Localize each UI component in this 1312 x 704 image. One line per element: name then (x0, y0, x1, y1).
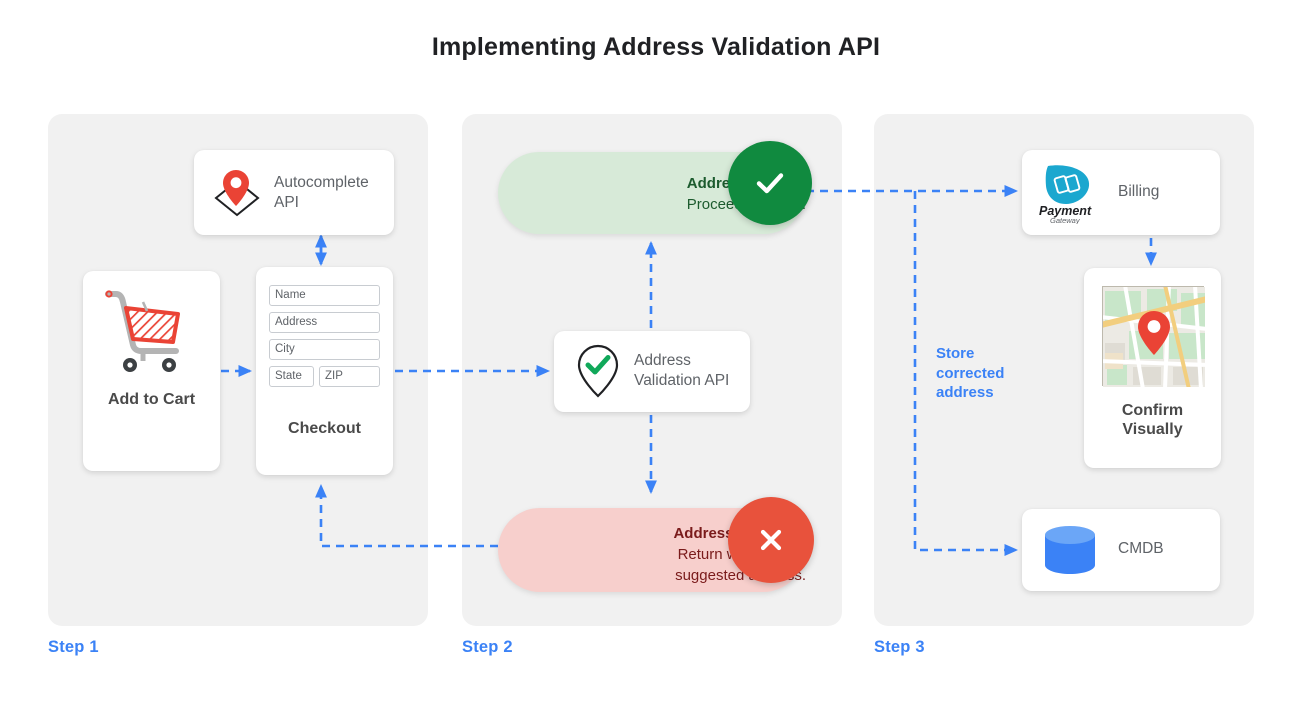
store-corrected-address-label: Store corrected address (936, 344, 1032, 403)
avapi-line-2: Validation API (634, 372, 730, 389)
store-line-2: corrected (936, 364, 1005, 382)
store-line-1: Store (936, 345, 975, 362)
confirm-visually-card[interactable]: Confirm Visually (1084, 268, 1221, 468)
cmdb-card[interactable]: CMDB (1022, 509, 1220, 591)
autocomplete-api-label: Autocomplete API (274, 173, 386, 213)
check-icon (728, 141, 812, 225)
confirm-visually-caption: Confirm Visually (1084, 401, 1221, 439)
cmdb-label: CMDB (1118, 540, 1164, 557)
map-thumbnail-icon (1100, 284, 1208, 390)
checkout-caption: Checkout (288, 420, 361, 437)
pin-check-icon (570, 342, 626, 400)
autocomplete-line-1: Autocomplete (274, 174, 369, 191)
billing-card[interactable]: Payment Gateway Billing (1022, 150, 1220, 235)
autocomplete-line-2: API (274, 194, 299, 211)
step-1-label: Step 1 (48, 638, 99, 656)
confirm-line-2: Visually (1122, 421, 1183, 438)
svg-text:Gateway: Gateway (1050, 216, 1081, 224)
zip-field[interactable]: ZIP (319, 366, 380, 387)
address-valid-pill: Address is valid. Proceed to billing. (498, 141, 812, 234)
address-invalid-pill: Address is invalid. Return with Google s… (498, 497, 814, 592)
address-validation-api-label: Address Validation API (634, 351, 744, 391)
database-icon (1040, 524, 1102, 576)
add-to-cart-caption: Add to Cart (107, 391, 196, 408)
address-validation-api-card[interactable]: Address Validation API (554, 331, 750, 412)
city-field[interactable]: City (269, 339, 380, 360)
payment-gateway-logo: Payment Gateway (1036, 162, 1111, 225)
autocomplete-api-card[interactable]: Autocomplete API (194, 150, 394, 235)
billing-label: Billing (1118, 183, 1160, 200)
confirm-line-1: Confirm (1121, 402, 1184, 419)
add-to-cart-card[interactable]: Add to Cart (83, 271, 220, 471)
close-icon (728, 497, 814, 583)
step-3-label: Step 3 (874, 638, 925, 656)
checkout-card[interactable]: Name Address City State ZIP Checkout (256, 267, 393, 475)
page-title: Implementing Address Validation API (431, 33, 881, 61)
svg-text:Payment: Payment (1039, 204, 1092, 218)
step-2-label: Step 2 (462, 638, 513, 656)
shopping-cart-icon (100, 289, 204, 374)
avapi-line-1: Address (634, 352, 691, 369)
name-field[interactable]: Name (269, 285, 380, 306)
map-pin-diamond-icon (208, 164, 266, 222)
store-line-3: address (936, 384, 994, 401)
address-field[interactable]: Address (269, 312, 380, 333)
state-field[interactable]: State (269, 366, 314, 387)
